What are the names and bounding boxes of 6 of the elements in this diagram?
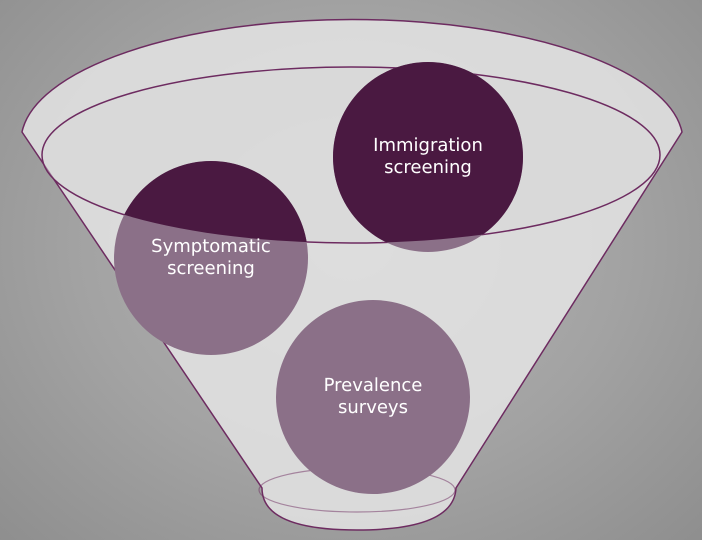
circle-node	[333, 62, 523, 252]
circle-node	[276, 300, 470, 494]
node-label: Symptomatic screening	[150, 236, 272, 280]
node-label: Immigration screening	[372, 134, 484, 180]
node-label: Prevalence surveys	[322, 374, 424, 420]
circle-node	[114, 161, 308, 355]
